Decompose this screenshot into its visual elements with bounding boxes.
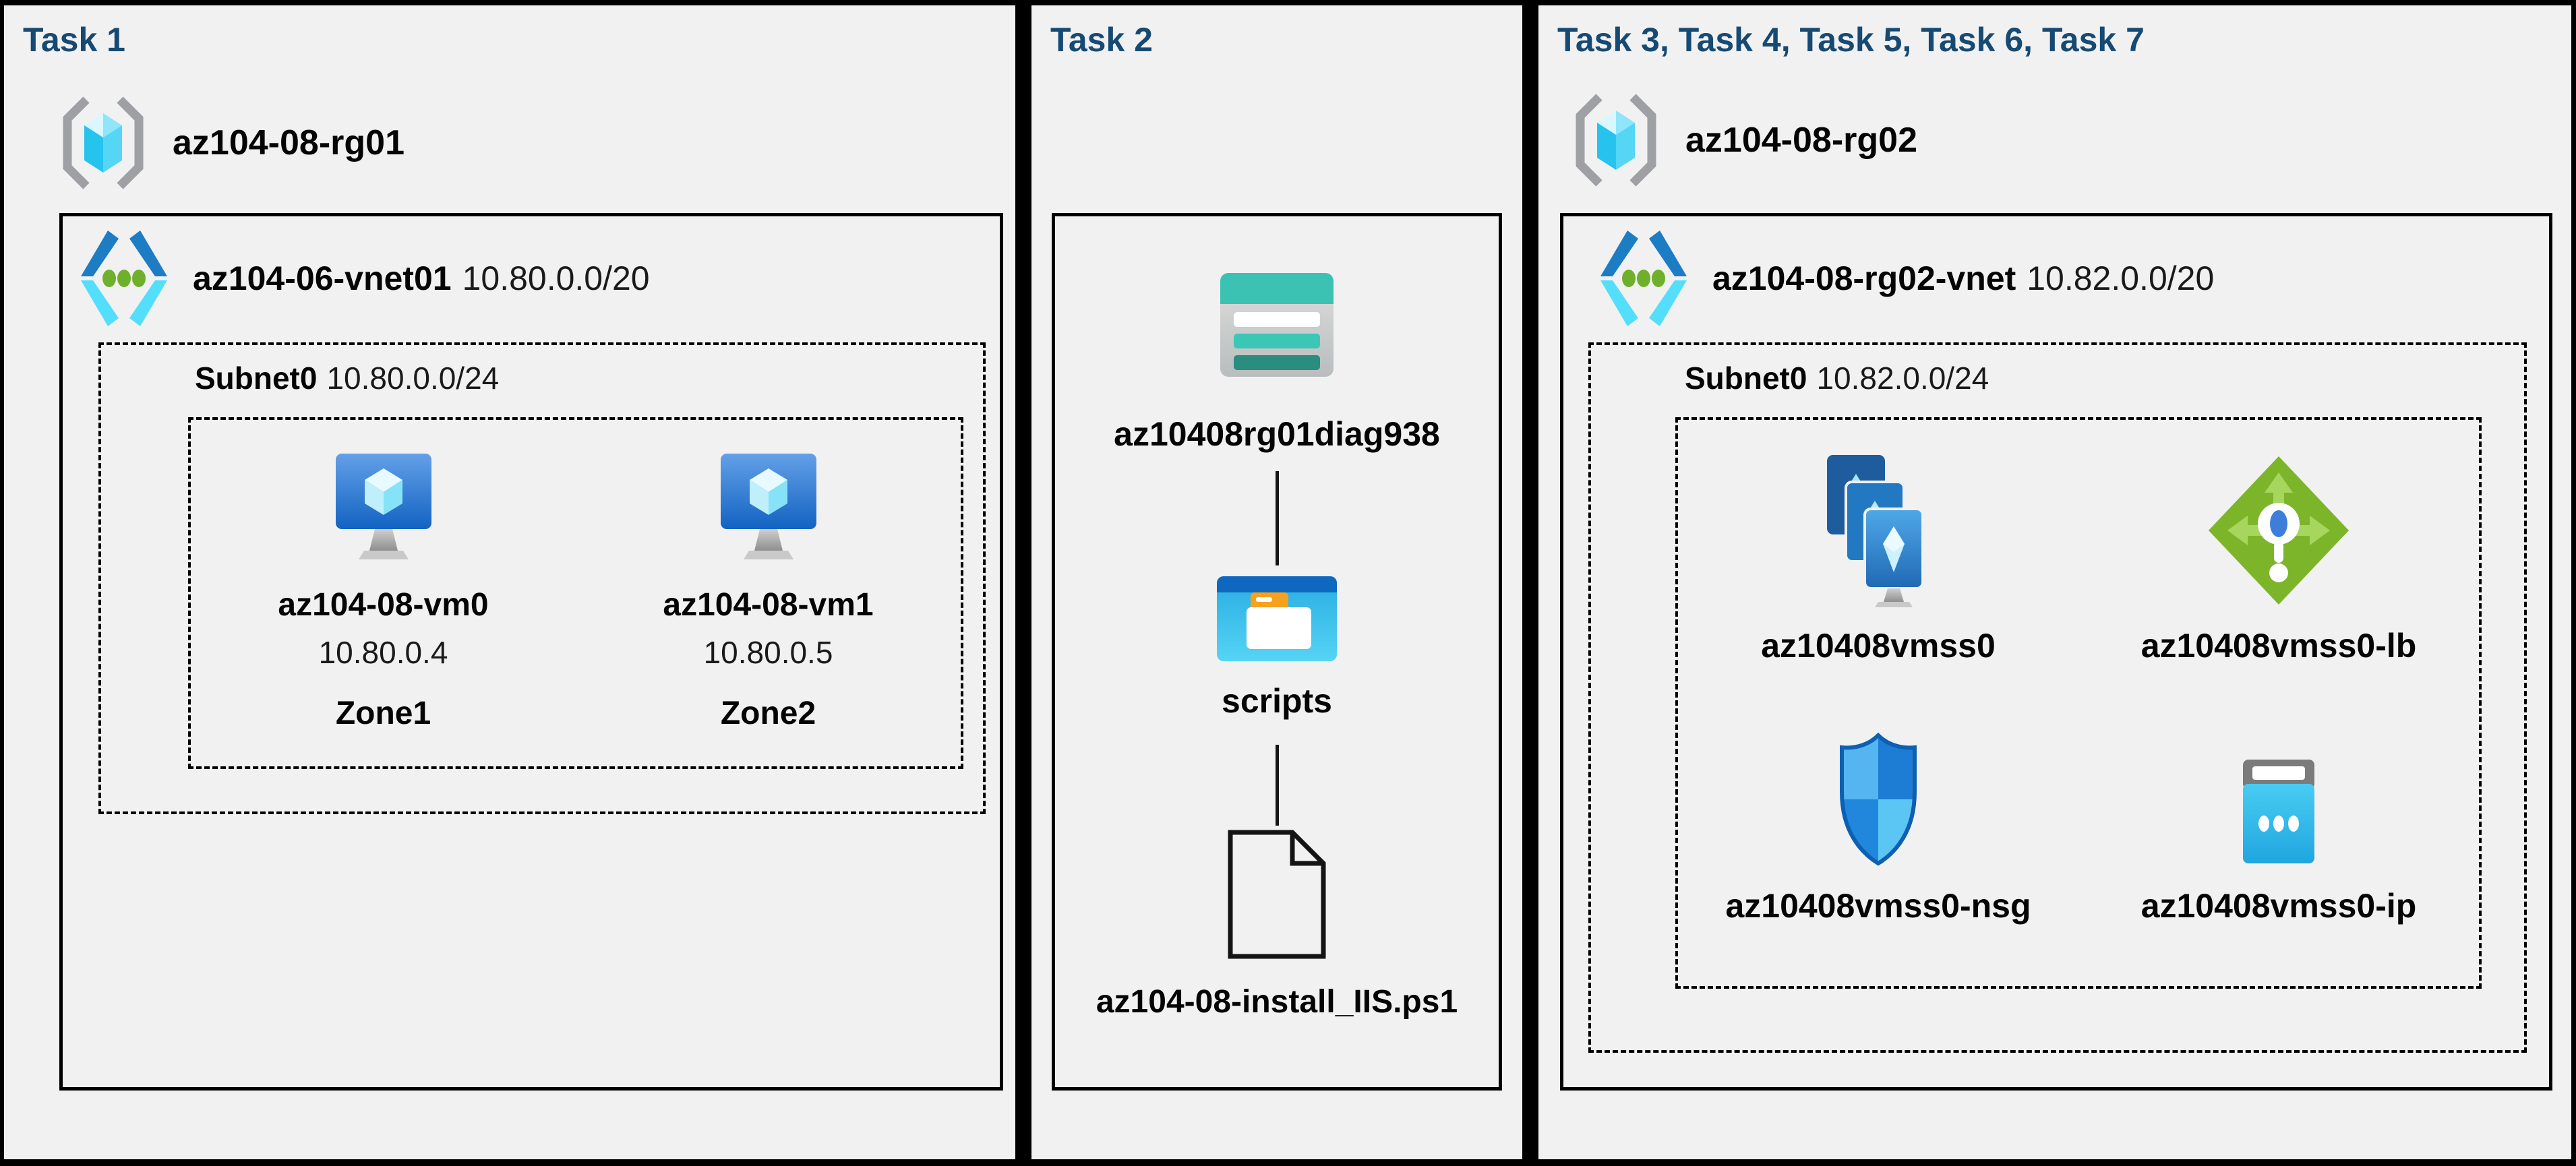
panel-task3: Task 3, Task 4, Task 5, Task 6, Task 7 a… <box>1538 5 2571 1159</box>
script-file-name: az104-08-install_IIS.ps1 <box>1096 984 1458 1020</box>
subnet-name: Subnet0 <box>195 361 318 396</box>
resource-name: az10408vmss0 <box>1761 627 1996 665</box>
resource-name: az10408vmss0-ip <box>2140 887 2417 925</box>
task1-title: Task 1 <box>23 21 125 59</box>
subnet-label: Subnet0 10.82.0.0/24 <box>1685 360 1989 396</box>
vnet-label: az104-08-rg02-vnet 10.82.0.0/20 <box>1712 259 2214 298</box>
vmss-item: az10408vmss0 <box>1678 420 2078 703</box>
load-balancer-item: az10408vmss0-lb <box>2078 420 2479 703</box>
vm-zone: Zone2 <box>720 696 816 731</box>
virtual-network-icon <box>81 231 167 326</box>
resource-group-icon <box>63 96 144 189</box>
vnet-label: az104-06-vnet01 10.80.0.0/20 <box>193 259 650 298</box>
virtual-machine-icon <box>720 454 816 559</box>
vm-group-boundary: az104-08-vm0 10.80.0.4 Zone1 az104-08-vm… <box>188 417 963 769</box>
vnet-cidr: 10.80.0.0/20 <box>462 259 650 297</box>
vm0-item: az104-08-vm0 10.80.0.4 Zone1 <box>191 420 576 766</box>
vnet01-header: az104-06-vnet01 10.80.0.0/20 <box>77 228 650 329</box>
vm-ip: 10.80.0.4 <box>318 635 448 670</box>
subnet-cidr: 10.80.0.0/24 <box>326 361 500 396</box>
vm-name: az104-08-vm0 <box>278 587 489 623</box>
storage-account-icon <box>1220 273 1334 377</box>
vnet-cidr: 10.82.0.0/20 <box>2027 259 2215 297</box>
vmss-resources-boundary: az10408vmss0 az10408vmss0-lb <box>1675 417 2482 989</box>
rg02-boundary: az104-08-rg02-vnet 10.82.0.0/20 Subnet0 10… <box>1560 213 2552 1091</box>
nsg-item: az10408vmss0-nsg <box>1678 703 2078 986</box>
subnet-name: Subnet0 <box>1685 361 1807 396</box>
task2-title: Task 2 <box>1050 21 1153 59</box>
vm-name: az104-08-vm1 <box>663 587 874 623</box>
virtual-machine-icon <box>335 454 431 559</box>
resource-group-name: az104-08-rg02 <box>1685 121 1917 160</box>
resource-group-icon <box>1576 94 1656 187</box>
vnet-name: az104-08-rg02-vnet <box>1712 259 2016 297</box>
network-security-group-icon <box>1840 733 1917 866</box>
storage-boundary: az10408rg01diag938 scripts az104-08-inst… <box>1052 213 1502 1091</box>
public-ip-item: az10408vmss0-ip <box>2078 703 2479 986</box>
rg02-vnet-header: az104-08-rg02-vnet 10.82.0.0/20 <box>1596 228 2214 329</box>
storage-account-name: az10408rg01diag938 <box>1114 415 1440 453</box>
virtual-network-icon <box>1600 231 1687 326</box>
resource-group-rg02: az104-08-rg02 <box>1572 93 1917 187</box>
vm-ip: 10.80.0.5 <box>703 635 833 670</box>
connector-line <box>1275 745 1279 826</box>
file-icon <box>1228 830 1326 959</box>
vm-scale-set-icon <box>1827 455 1924 607</box>
resource-name: az10408vmss0-nsg <box>1725 887 2031 925</box>
panel-task2: Task 2 az10408rg01diag938 scripts az104-… <box>1031 5 1522 1159</box>
resource-name: az10408vmss0-lb <box>2140 627 2417 665</box>
resource-group-name: az104-08-rg01 <box>173 123 405 162</box>
public-ip-icon <box>2243 760 2314 863</box>
vnet-name: az104-06-vnet01 <box>193 259 452 297</box>
vm-zone: Zone1 <box>335 696 431 731</box>
blob-container-icon <box>1217 576 1337 661</box>
panel-task1: Task 1 az104-08-rg01 az104-06-vnet01 <box>4 5 1015 1159</box>
subnet-cidr: 10.82.0.0/24 <box>1816 361 1989 396</box>
connector-line <box>1275 471 1279 565</box>
resource-group-rg01: az104-08-rg01 <box>59 96 405 190</box>
task3-title: Task 3, Task 4, Task 5, Task 6, Task 7 <box>1557 21 2145 59</box>
vm1-item: az104-08-vm1 10.80.0.5 Zone2 <box>576 420 961 766</box>
load-balancer-icon <box>2209 456 2349 605</box>
container-name: scripts <box>1222 682 1332 720</box>
